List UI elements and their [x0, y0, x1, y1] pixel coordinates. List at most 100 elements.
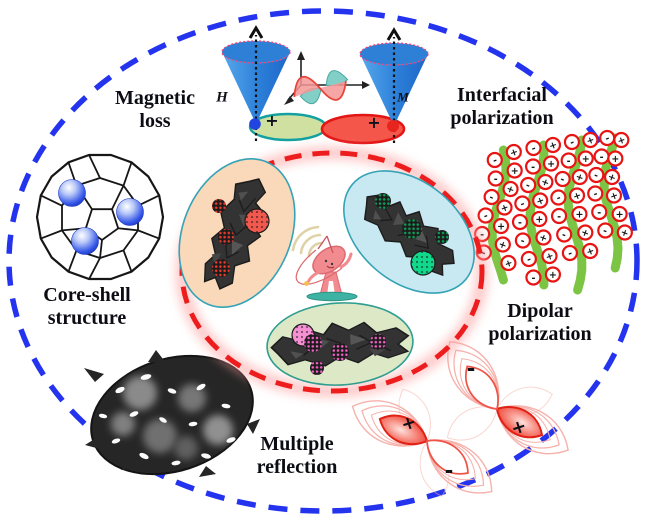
ground-platform — [306, 291, 358, 302]
charge-sign: - — [519, 236, 527, 248]
charge-sign: - — [531, 273, 535, 284]
outer-dashed-ellipse — [6, 8, 640, 514]
core-shell-fullerene-graphic — [35, 153, 165, 281]
charge-circle — [582, 242, 599, 260]
label-dipolar-polarization: Dipolar polarization — [488, 300, 591, 345]
charge-circle — [588, 166, 605, 184]
charge-sign: + — [547, 159, 555, 170]
charge-sign: + — [582, 154, 590, 165]
charge-circle — [486, 151, 503, 169]
nanoparticle-texture — [331, 343, 349, 361]
charge-circle — [520, 250, 537, 268]
interfacial-polarization-graphic: ------+++++++--------++++++++-------++++… — [473, 129, 633, 295]
charge-circle — [531, 210, 548, 228]
charge-sign: - — [494, 174, 498, 185]
charge-sign: - — [604, 133, 612, 145]
charge-sign: + — [499, 202, 510, 215]
charge-sign: + — [548, 139, 559, 152]
nanoparticle-texture — [304, 334, 322, 352]
arm-left — [306, 270, 321, 284]
dipole-minus-lobe — [426, 439, 469, 475]
charge-circle — [571, 205, 588, 223]
charge-circle — [544, 266, 562, 283]
charge-circle — [525, 139, 542, 157]
charge-circle — [582, 131, 599, 149]
charge-sign: + — [509, 146, 520, 159]
charge-circle — [500, 254, 517, 272]
multiple-reflection-graphic — [84, 350, 260, 477]
charge-circle — [607, 150, 624, 167]
label-line: Magnetic — [115, 87, 195, 109]
radar-antenna — [291, 225, 358, 302]
label-line: Dipolar — [507, 300, 573, 322]
charge-sign: + — [585, 134, 596, 147]
hand-dot — [304, 281, 309, 286]
dipole-right-minus-sign: - — [466, 356, 476, 381]
charge-sign: + — [609, 190, 620, 203]
interface-stripe — [563, 135, 587, 295]
charge-sign: - — [600, 152, 604, 163]
charge-sign: - — [524, 180, 532, 192]
charge-circle — [487, 170, 504, 187]
charge-sign: + — [574, 171, 585, 184]
core-sphere — [71, 227, 99, 255]
nanoparticle-texture — [435, 230, 449, 244]
dipole-minus-lobe — [465, 365, 499, 410]
charge-sign: + — [503, 257, 514, 270]
charge-sign: + — [579, 227, 590, 240]
charge-sign: - — [555, 193, 563, 205]
charge-sign: + — [575, 209, 583, 220]
nanoparticle-texture — [218, 229, 234, 245]
nanoparticle-texture — [212, 199, 226, 213]
charge-circle — [568, 187, 586, 204]
charge-circle — [514, 232, 531, 249]
charge-circle — [532, 192, 549, 209]
m-field-symbol: M — [397, 89, 409, 105]
charge-circle — [613, 131, 630, 149]
charge-sign: - — [560, 230, 568, 242]
charge-circle — [611, 205, 628, 223]
charge-circle — [537, 173, 554, 191]
charge-sign: + — [549, 270, 557, 281]
precession-cone-m — [359, 27, 429, 143]
interface-stripe — [525, 140, 549, 290]
sample-red-doped-composite — [178, 157, 296, 309]
label-magnetic-loss: Magnetic loss — [115, 87, 195, 132]
nanoparticle-texture — [310, 361, 324, 375]
charge-circle — [556, 226, 573, 243]
label-line: reflection — [256, 455, 338, 478]
nanoparticle-texture — [370, 334, 386, 350]
nanoparticle-texture — [402, 219, 422, 239]
charge-circle — [561, 244, 579, 262]
charge-circle — [506, 162, 523, 179]
charge-circle — [560, 152, 577, 169]
charge-circle — [544, 136, 562, 154]
label-line: Core-shell — [43, 284, 131, 306]
charge-circle — [525, 158, 542, 175]
charge-circle — [494, 236, 511, 253]
interface-stripe — [487, 145, 511, 285]
charge-sign: + — [497, 239, 508, 252]
charge-sign: - — [597, 207, 601, 218]
sample-green-doped-composite — [343, 170, 475, 294]
charge-sign: + — [535, 195, 546, 208]
label-line: polarization — [450, 106, 554, 129]
dipole-graphic — [351, 340, 569, 497]
precession-platform-h — [248, 112, 328, 142]
charge-sign: - — [482, 211, 490, 223]
charge-sign: - — [559, 174, 567, 186]
charge-sign: + — [539, 176, 550, 189]
charge-sign: - — [601, 226, 609, 238]
label-line: Interfacial — [457, 84, 547, 106]
charge-circle — [511, 213, 529, 231]
arm-right — [339, 252, 353, 269]
charge-sign: + — [544, 250, 555, 263]
label-line: loss — [139, 109, 171, 132]
dipole-plus-lobe — [495, 406, 544, 439]
charge-circle — [563, 133, 581, 151]
microwave-arcs-icon — [291, 225, 324, 258]
charge-sign: - — [480, 229, 484, 240]
charge-sign: + — [505, 183, 516, 196]
